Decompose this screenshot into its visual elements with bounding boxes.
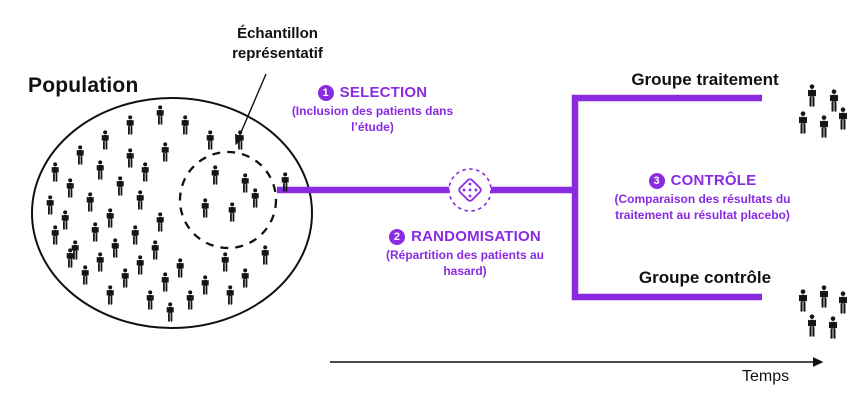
person-icon — [166, 302, 174, 322]
step-2-badge: 2 — [389, 228, 406, 245]
person-icon — [201, 275, 209, 295]
step-randomisation: 2 RANDOMISATION (Répartition des patient… — [375, 228, 555, 279]
person-icon — [807, 314, 817, 337]
person-icon — [106, 208, 114, 228]
step-1-badge: 1 — [317, 84, 334, 101]
person-icon — [126, 115, 134, 135]
sample-circle — [178, 150, 278, 250]
person-icon — [61, 210, 69, 230]
person-icon — [828, 316, 838, 339]
person-icon — [146, 290, 154, 310]
step-2-subtitle: (Répartition des patients au hasard) — [385, 248, 545, 278]
step-1-title-text: SELECTION — [339, 84, 428, 101]
person-icon — [241, 268, 249, 288]
person-icon — [241, 173, 249, 193]
person-icon — [91, 222, 99, 242]
step-controle-title: 3 CONTRÔLE — [585, 172, 820, 189]
person-icon — [819, 115, 829, 138]
person-icon — [819, 285, 829, 308]
person-icon — [51, 162, 59, 182]
person-icon — [181, 115, 189, 135]
sample-person-icons — [201, 165, 259, 222]
person-icon — [136, 190, 144, 210]
person-icon — [221, 252, 229, 272]
person-icon — [206, 130, 214, 150]
step-selection-title: 1 SELECTION — [290, 84, 455, 101]
person-icon — [161, 272, 169, 292]
person-icon — [106, 285, 114, 305]
person-icon — [46, 195, 54, 215]
time-label: Temps — [742, 368, 790, 385]
person-icon — [156, 212, 164, 232]
step-randomisation-title: 2 RANDOMISATION — [375, 228, 555, 245]
person-icon — [51, 225, 59, 245]
person-icon — [66, 248, 74, 268]
person-icon — [111, 238, 119, 258]
population-person-icons — [46, 105, 289, 322]
step-3-subtitle: (Comparaison des résultats du traitement… — [614, 192, 791, 222]
person-icon — [116, 176, 124, 196]
person-icon — [838, 107, 848, 130]
person-icon — [86, 192, 94, 212]
person-icon — [176, 258, 184, 278]
person-icon — [261, 245, 269, 265]
person-icon — [798, 289, 808, 312]
step-2-title-text: RANDOMISATION — [411, 228, 541, 245]
person-icon — [211, 165, 219, 185]
person-icon — [81, 265, 89, 285]
person-icon — [201, 198, 209, 218]
person-icon — [186, 290, 194, 310]
person-icon — [838, 291, 848, 314]
dice-icon — [448, 168, 492, 212]
person-icon — [141, 162, 149, 182]
sample-label: Échantillon représentatif — [232, 25, 323, 62]
person-icon — [126, 148, 134, 168]
person-icon — [161, 142, 169, 162]
person-icon — [228, 202, 236, 222]
person-icon — [121, 268, 129, 288]
person-icon — [136, 255, 144, 275]
person-icon — [96, 252, 104, 272]
control-group-label: Groupe contrôle — [638, 268, 772, 287]
randomisation-fork — [571, 94, 762, 301]
step-3-badge: 3 — [648, 172, 665, 189]
control-group-icons — [798, 285, 848, 339]
step-3-title-text: CONTRÔLE — [670, 172, 757, 189]
step-controle: 3 CONTRÔLE (Comparaison des résultats du… — [585, 172, 820, 223]
person-icon — [151, 240, 159, 260]
person-icon — [226, 285, 234, 305]
person-icon — [76, 145, 84, 165]
population-label: Population — [28, 74, 139, 97]
person-icon — [66, 178, 74, 198]
person-icon — [131, 225, 139, 245]
treatment-group-label: Groupe traitement — [631, 70, 779, 89]
treatment-group-icons — [798, 84, 848, 138]
person-icon — [798, 111, 808, 134]
step-selection: 1 SELECTION (Inclusion des patients dans… — [290, 84, 455, 135]
person-icon — [236, 130, 244, 150]
person-icon — [251, 188, 259, 208]
population-ellipse — [31, 97, 313, 329]
person-icon — [829, 89, 839, 112]
person-icon — [101, 130, 109, 150]
person-icon — [96, 160, 104, 180]
step-1-subtitle: (Inclusion des patients dans l’étude) — [291, 104, 454, 134]
person-icon — [156, 105, 164, 125]
